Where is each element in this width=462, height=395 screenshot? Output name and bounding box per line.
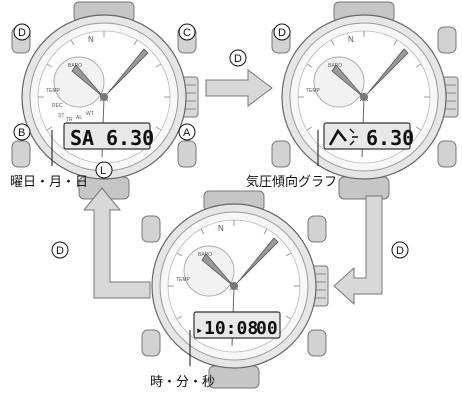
button-label-c: C [178, 23, 196, 41]
lcd-time: 10:08 [204, 318, 258, 339]
svg-text:TEMP: TEMP [306, 88, 321, 94]
callout-date: 曜日・月・日 [10, 175, 88, 190]
lcd-date: 6.30 [106, 126, 154, 150]
svg-text:BARO: BARO [198, 252, 212, 258]
svg-text:A: A [183, 127, 191, 139]
lcd-seconds: 00 [256, 318, 278, 339]
arrow-left-up [82, 187, 151, 299]
watch-top-right: N TEMP BARO 6.30 [271, 1, 459, 200]
svg-text:D: D [396, 245, 404, 257]
subdial-baro: BARO [68, 63, 82, 69]
watch-bottom: N TEMP BARO ▸ 10:08 00 [141, 190, 329, 389]
arrow-right-down-left [333, 195, 383, 306]
lcd-pm-indicator: ▸ [196, 323, 203, 337]
button-label-d-top-left: D [13, 23, 31, 41]
svg-text:N: N [218, 224, 224, 233]
svg-text:L: L [100, 165, 106, 177]
subdial-al: AL [76, 115, 82, 121]
dial-n-label: N [88, 35, 94, 44]
button-label-d-top-right: D [273, 23, 291, 41]
button-label-b: B [13, 123, 31, 141]
arrow-top-right [205, 69, 273, 107]
arrow-label-top: D [229, 49, 247, 67]
svg-text:B: B [18, 127, 25, 139]
button-label-a: A [178, 123, 196, 141]
lcd-display: SA 6.30 [70, 126, 154, 150]
watch-top-left: N TEMP BARO REC ST TR AL WT SA 6.30 [11, 1, 199, 200]
callout-graph: 気圧傾向グラフ [246, 174, 337, 190]
subdial-rec: REC [52, 103, 63, 109]
lcd-day: SA [70, 126, 94, 150]
svg-text:D: D [18, 27, 26, 39]
subdial-tr: TR [66, 117, 73, 123]
button-label-l: L [95, 161, 113, 179]
svg-text:N: N [348, 35, 354, 44]
subdial-st: ST [58, 113, 64, 119]
svg-text:TEMP: TEMP [176, 277, 191, 283]
svg-text:D: D [56, 245, 64, 257]
svg-text:C: C [183, 27, 191, 39]
arrow-label-right: D [391, 241, 409, 259]
arrow-label-left: D [51, 241, 69, 259]
callout-time: 時・分・秒 [150, 375, 215, 390]
svg-text:D: D [234, 53, 242, 65]
svg-text:D: D [278, 27, 286, 39]
subdial-wt: WT [86, 111, 94, 117]
subdial-temp: TEMP [46, 88, 61, 94]
svg-text:BARO: BARO [328, 63, 342, 69]
lcd-date-right: 6.30 [366, 126, 414, 150]
pressure-graph-glyph [328, 128, 358, 146]
